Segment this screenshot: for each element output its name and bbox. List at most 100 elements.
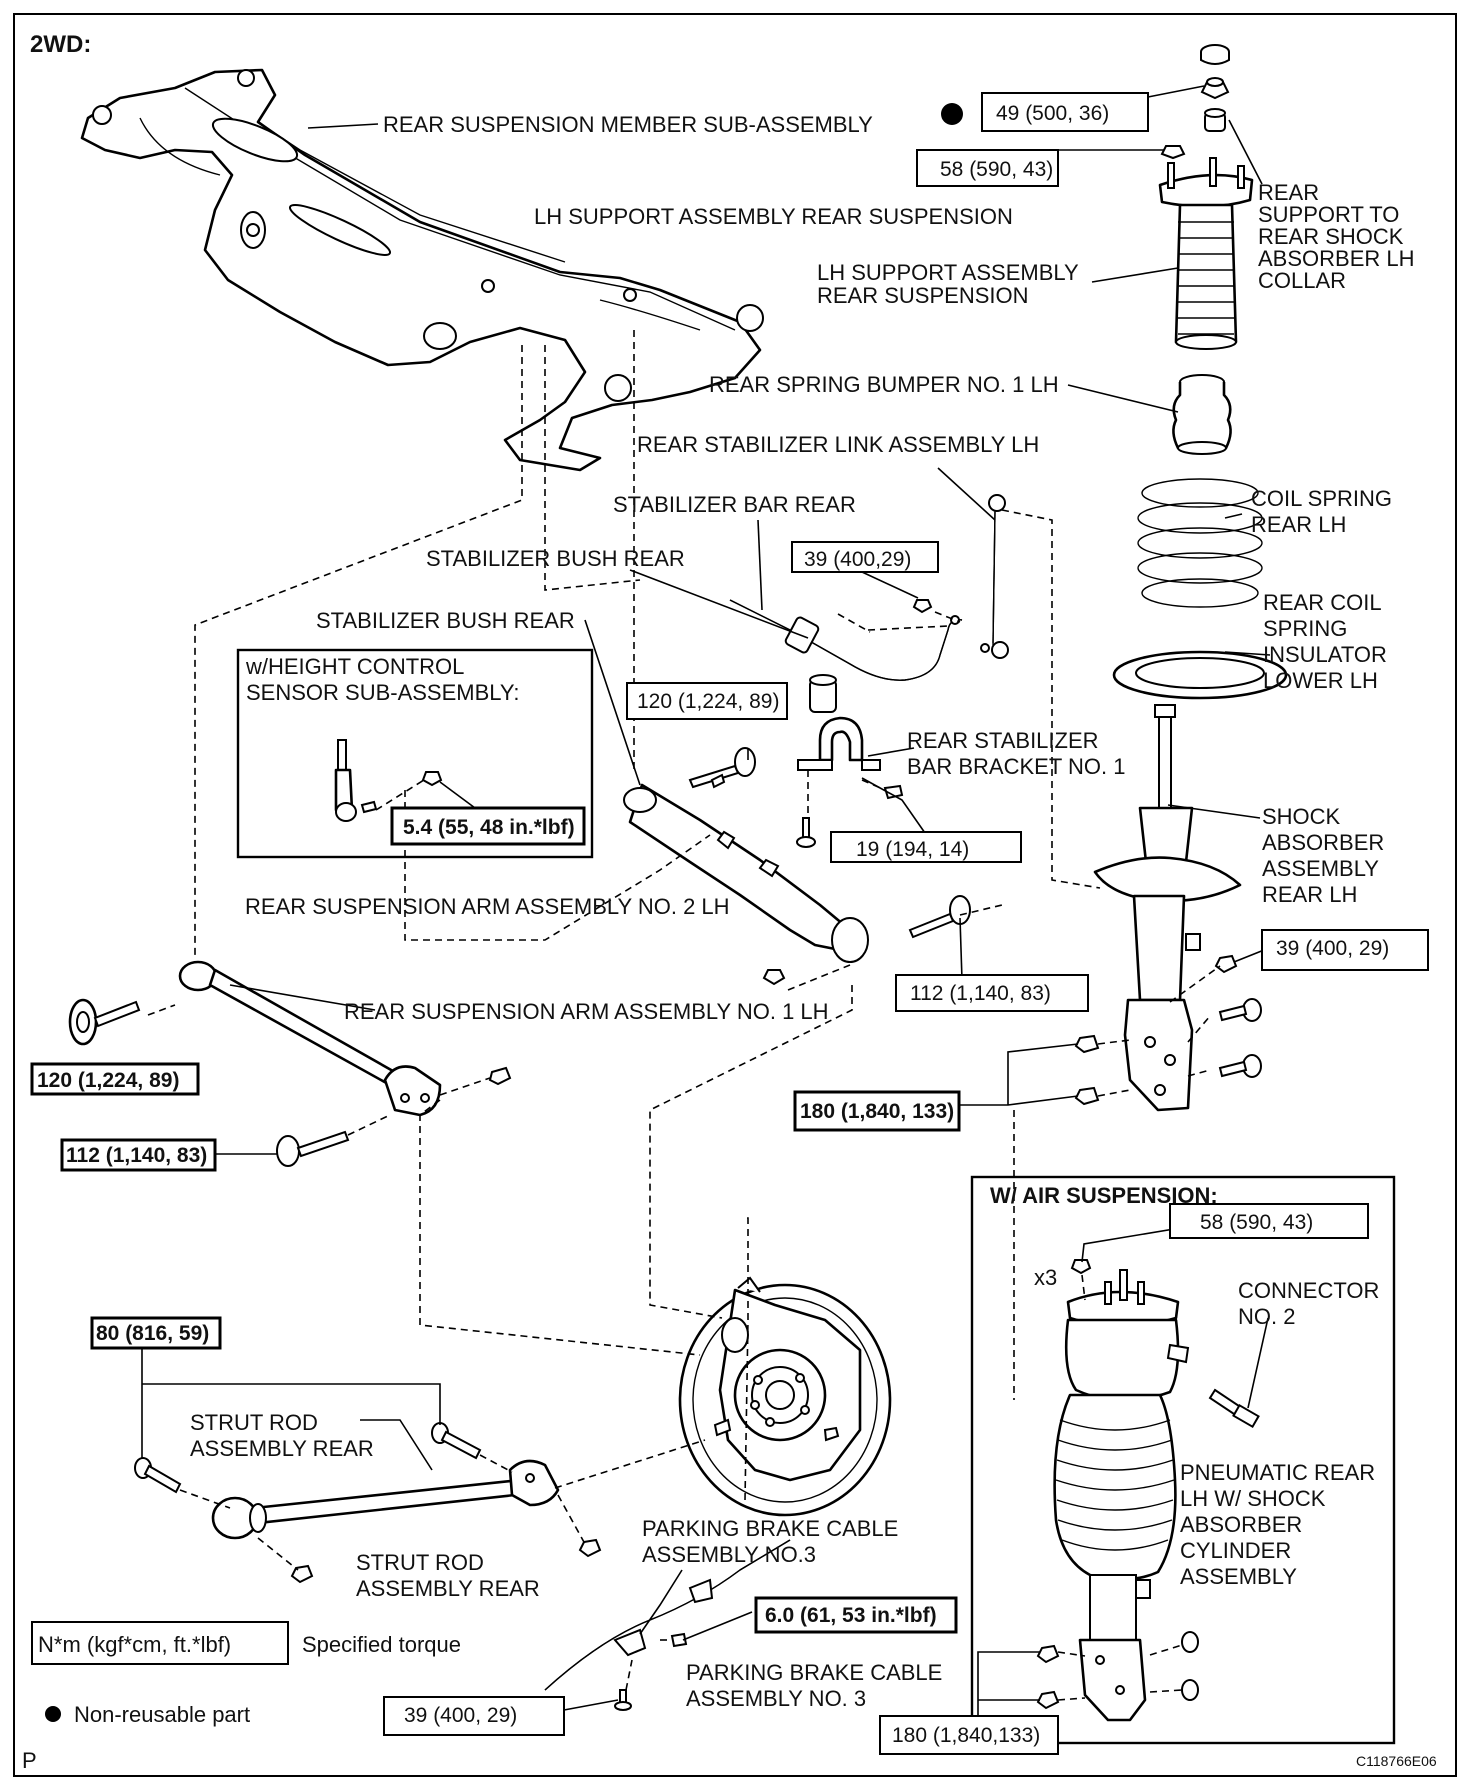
torque-58-top: 58 (590, 43) (940, 158, 1053, 181)
torque-6-0: 6.0 (61, 53 in.*lbf) (765, 1604, 937, 1627)
label-coil-spring-2: REAR LH (1251, 512, 1346, 537)
label-stabilizer-bar: STABILIZER BAR REAR (613, 492, 856, 517)
label-shock-1: SHOCK (1262, 804, 1341, 829)
stabilizer-link-drawing (912, 494, 1009, 659)
torque-180-air: 180 (1,840,133) (892, 1724, 1040, 1747)
torque-box-6-0 (754, 1596, 958, 1634)
torque-box-39-bottom (383, 1696, 565, 1736)
torque-box-112-left (60, 1138, 217, 1172)
torque-box-39-link (791, 541, 939, 573)
torque-5-4: 5.4 (55, 48 in.*lbf) (403, 816, 575, 839)
label-parking-cable-1b: ASSEMBLY NO.3 (642, 1542, 816, 1567)
label-arm-no1: REAR SUSPENSION ARM ASSEMBLY NO. 1 LH (344, 999, 829, 1024)
arm-no2-drawing (623, 747, 971, 986)
air-suspension-strut-drawing (1036, 1259, 1260, 1722)
label-parking-cable-1a: PARKING BRAKE CABLE (642, 1516, 898, 1541)
label-arm-no2: REAR SUSPENSION ARM ASSEMBLY NO. 2 LH (245, 894, 730, 919)
label-coil-spring-1: COIL SPRING (1251, 486, 1392, 511)
height-control-box (236, 648, 594, 859)
torque-39-bottom: 39 (400, 29) (404, 1704, 517, 1727)
label-height-control-2: SENSOR SUB-ASSEMBLY: (246, 680, 519, 705)
label-pneumatic-4: CYLINDER (1180, 1538, 1291, 1563)
label-stabilizer-bush-1: STABILIZER BUSH REAR (426, 546, 685, 571)
torque-box-49 (981, 92, 1149, 132)
label-shock-2: ABSORBER (1262, 830, 1384, 855)
height-sensor-drawing (334, 739, 443, 822)
axle-hub-drawing (678, 1276, 892, 1517)
legend-torque-unit: N*m (kgf*cm, ft.*lbf) (38, 1632, 231, 1657)
rear-suspension-member-drawing (80, 68, 764, 472)
air-suspension-box (970, 1175, 1396, 1745)
label-strut-rod-2a: STRUT ROD (356, 1550, 484, 1575)
page-letter: P (22, 1748, 37, 1773)
stabilizer-bracket-drawing (796, 716, 904, 848)
torque-180: 180 (1,840, 133) (800, 1100, 954, 1123)
parking-brake-cable-drawing (544, 1539, 791, 1711)
label-lh-support-mid-2: REAR SUSPENSION (817, 283, 1029, 308)
torque-39-shock: 39 (400, 29) (1276, 937, 1389, 960)
figure-code: C118766E06 (1356, 1753, 1437, 1769)
torque-box-112-mid (895, 974, 1089, 1012)
label-pneumatic-1: PNEUMATIC REAR (1180, 1460, 1375, 1485)
assembly-dashed-lines (147, 330, 1221, 1701)
frame-border (13, 13, 1457, 1777)
label-parking-cable-2a: PARKING BRAKE CABLE (686, 1660, 942, 1685)
label-stab-bracket-1: REAR STABILIZER (907, 728, 1099, 753)
label-collar-5: COLLAR (1258, 268, 1346, 293)
label-connector-1: CONNECTOR (1238, 1278, 1379, 1303)
torque-112-mid: 112 (1,140, 83) (910, 982, 1051, 1005)
label-stabilizer-bush-2: STABILIZER BUSH REAR (316, 608, 575, 633)
label-strut-rod-2b: ASSEMBLY REAR (356, 1576, 540, 1601)
label-collar-2: SUPPORT TO (1258, 202, 1399, 227)
torque-box-5-4 (390, 806, 586, 846)
torque-box-58-top (916, 149, 1059, 187)
torque-120-mid: 120 (1,224, 89) (637, 690, 779, 713)
torque-39-link: 39 (400,29) (804, 548, 911, 571)
label-collar-4: ABSORBER LH (1258, 246, 1415, 271)
torque-box-19 (830, 831, 1022, 863)
spring-insulator-drawing (1112, 650, 1288, 700)
label-lh-support-mid-1: LH SUPPORT ASSEMBLY (817, 260, 1079, 285)
coil-spring-drawing (1137, 478, 1263, 608)
label-pneumatic-5: ASSEMBLY (1180, 1564, 1297, 1589)
upper-support-drawing (1158, 44, 1254, 350)
legend-torque-box (31, 1621, 289, 1665)
label-collar-3: REAR SHOCK (1258, 224, 1404, 249)
legend-nonreusable: Non-reusable part (74, 1702, 250, 1727)
label-coil-insulator-2: SPRING (1263, 616, 1347, 641)
torque-box-39-shock (1261, 929, 1429, 971)
leader-lines (141, 85, 1271, 1716)
label-collar-1: REAR (1258, 180, 1319, 205)
shock-absorber-drawing (1093, 704, 1242, 1112)
torque-box-80 (90, 1316, 222, 1350)
legend-torque-desc: Specified torque (302, 1632, 461, 1657)
label-pneumatic-3: ABSORBER (1180, 1512, 1302, 1537)
torque-box-180 (793, 1090, 961, 1132)
label-parking-cable-2b: ASSEMBLY NO. 3 (686, 1686, 866, 1711)
arm-no1-drawing (68, 960, 512, 1167)
torque-box-120-mid (626, 682, 788, 720)
label-coil-insulator-3: INSULATOR (1263, 642, 1387, 667)
label-pneumatic-2: LH W/ SHOCK (1180, 1486, 1326, 1511)
torque-19: 19 (194, 14) (856, 838, 969, 861)
label-rear-suspension-member: REAR SUSPENSION MEMBER SUB-ASSEMBLY (383, 112, 873, 137)
label-strut-rod-1b: ASSEMBLY REAR (190, 1436, 374, 1461)
label-height-control-1: w/HEIGHT CONTROL (245, 654, 464, 679)
torque-box-58-air (1169, 1203, 1369, 1239)
label-strut-rod-1a: STRUT ROD (190, 1410, 318, 1435)
spring-bumper-drawing (1172, 374, 1232, 455)
torque-112-left: 112 (1,140, 83) (66, 1144, 207, 1167)
label-shock-3: ASSEMBLY (1262, 856, 1379, 881)
torque-80: 80 (816, 59) (96, 1322, 209, 1345)
label-connector-2: NO. 2 (1238, 1304, 1295, 1329)
label-coil-insulator-1: REAR COIL (1263, 590, 1382, 615)
label-shock-4: REAR LH (1262, 882, 1357, 907)
label-lh-support-top: LH SUPPORT ASSEMBLY REAR SUSPENSION (534, 204, 1013, 229)
legend-nonreusable-dot-icon (45, 1706, 61, 1722)
torque-120-left: 120 (1,224, 89) (37, 1069, 179, 1092)
label-x3: x3 (1034, 1265, 1057, 1290)
label-stab-bracket-2: BAR BRACKET NO. 1 (907, 754, 1125, 779)
label-spring-bumper: REAR SPRING BUMPER NO. 1 LH (709, 372, 1059, 397)
torque-box-120-left (30, 1062, 200, 1096)
